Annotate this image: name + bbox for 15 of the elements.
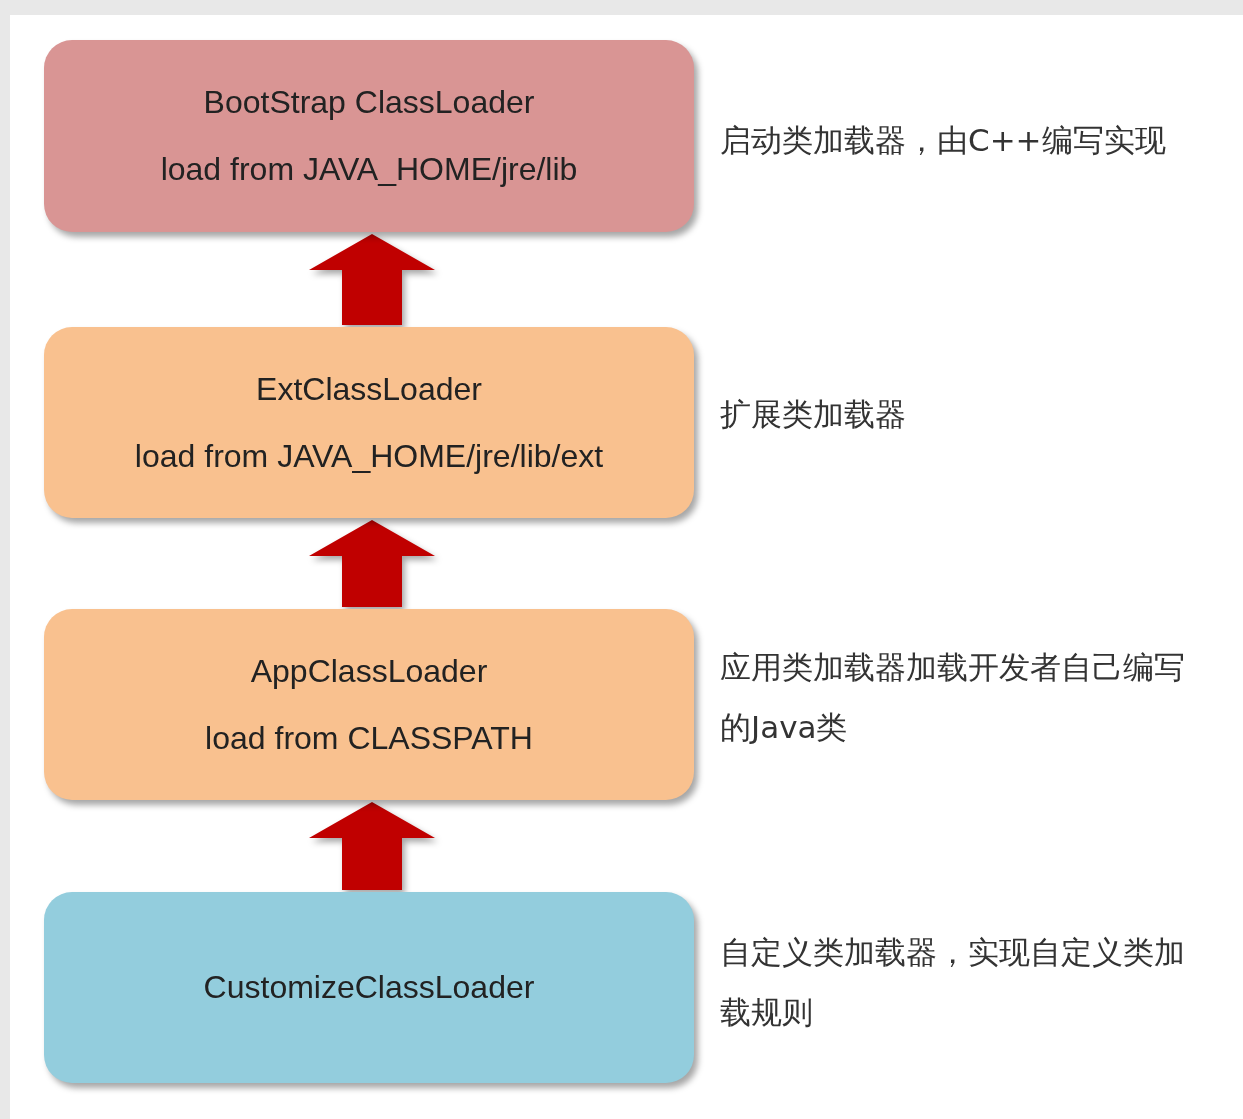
class-loader-box (44, 609, 694, 800)
loader-name: AppClassLoader (250, 652, 488, 690)
load-path: load from CLASSPATH (205, 719, 533, 757)
loader-name: ExtClassLoader (256, 370, 482, 408)
load-path: load from JAVA_HOME/jre/lib (160, 151, 578, 188)
loader-name: BootStrap ClassLoader (203, 84, 535, 121)
class-loader-box (44, 327, 694, 518)
description-text: 扩展类加载器 (720, 395, 907, 434)
description-text: 自定义类加载器，实现自定义类加载规则 (720, 933, 1186, 1032)
description-text: 应用类加载器加载开发者自己编写的Java类 (720, 648, 1186, 747)
class-loader-box (44, 892, 694, 1083)
load-path: load from JAVA_HOME/jre/lib/ext (134, 437, 604, 475)
class-loader-box (44, 40, 694, 232)
description-text: 启动类加载器，由C++编写实现 (720, 121, 1167, 160)
loader-name: CustomizeClassLoader (203, 969, 535, 1006)
